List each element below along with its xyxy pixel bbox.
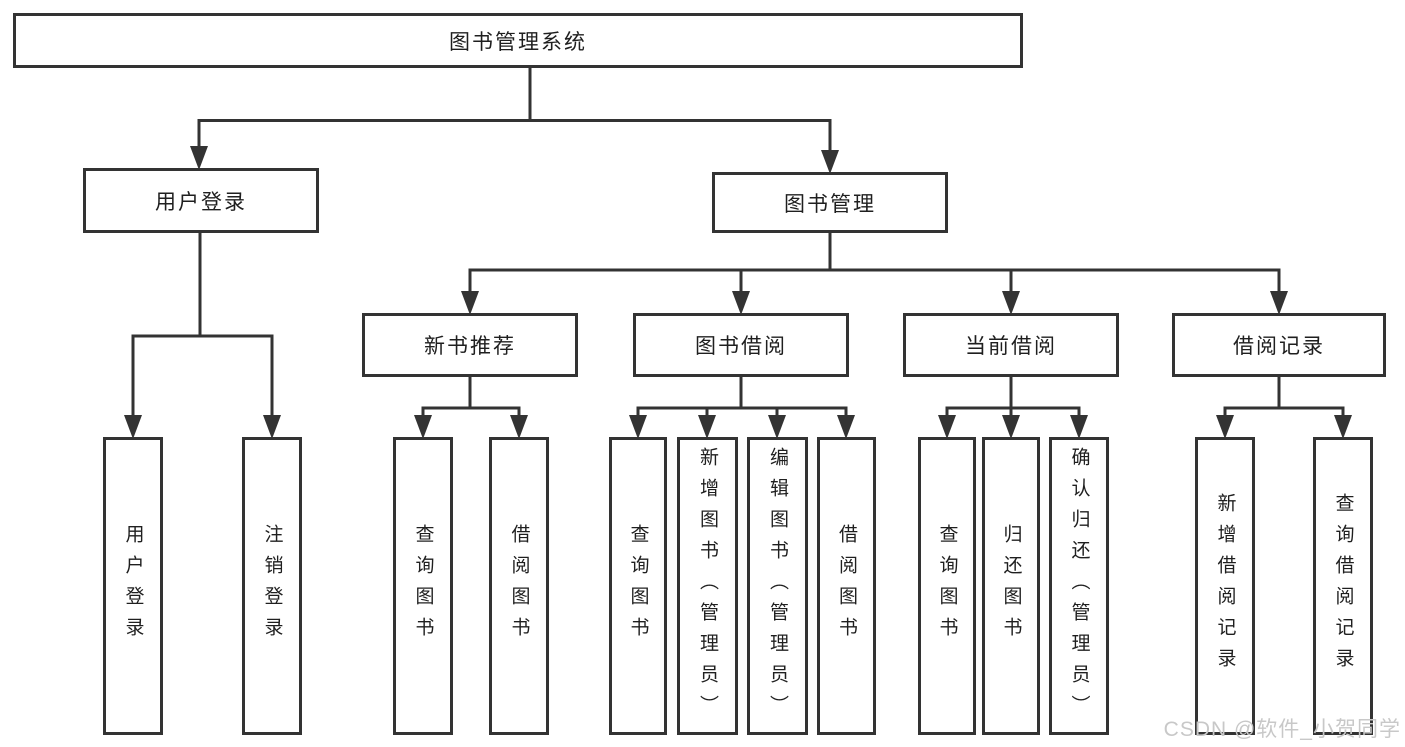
leaf-search-books-recommend: 查询图书 — [393, 437, 453, 735]
node-label: 图书管理系统 — [449, 30, 587, 54]
leaf-add-borrow-record: 新增借阅记录 — [1195, 437, 1255, 735]
node-label: 查询图书 — [936, 524, 958, 648]
leaf-search-books-borrowing: 查询图书 — [609, 437, 667, 735]
csdn-watermark: CSDN @软件_小贺同学 — [1163, 718, 1401, 741]
connector-userlogin-to-leaves — [124, 233, 281, 439]
node-label: 查询图书 — [627, 524, 649, 648]
leaf-user-login: 用户登录 — [103, 437, 163, 735]
node-new-book-recommendation: 新书推荐 — [362, 313, 578, 377]
node-label: 查询图书 — [412, 524, 434, 648]
node-label: 图书借阅 — [695, 335, 787, 358]
node-label: 确认归还（管理员） — [1068, 446, 1090, 726]
node-book-management: 图书管理 — [712, 172, 948, 233]
node-label: 图书管理 — [784, 192, 876, 216]
connector-bookmgmt-to-level2 — [461, 233, 1288, 315]
leaf-borrow-books-borrowing: 借阅图书 — [817, 437, 876, 735]
leaf-logout: 注销登录 — [242, 437, 302, 735]
node-label: 用户登录 — [122, 524, 144, 648]
node-label: 新增借阅记录 — [1214, 493, 1236, 679]
leaf-search-borrow-record: 查询借阅记录 — [1313, 437, 1373, 735]
leaf-search-books-current: 查询图书 — [918, 437, 976, 735]
node-label: 查询借阅记录 — [1332, 493, 1354, 679]
connector-root-to-level1 — [190, 68, 839, 174]
connector-currentborrow-to-leaves — [938, 377, 1088, 439]
node-label: 当前借阅 — [965, 335, 1057, 358]
node-label: 归还图书 — [1000, 524, 1022, 648]
leaf-borrow-books-recommend: 借阅图书 — [489, 437, 549, 735]
node-book-borrowing: 图书借阅 — [633, 313, 849, 377]
node-borrowing-records: 借阅记录 — [1172, 313, 1386, 377]
leaf-edit-book-admin: 编辑图书（管理员） — [747, 437, 808, 735]
node-label: 注销登录 — [261, 524, 283, 648]
node-label: 编辑图书（管理员） — [767, 446, 788, 726]
leaf-confirm-return-admin: 确认归还（管理员） — [1049, 437, 1109, 735]
node-user-login: 用户登录 — [83, 168, 319, 233]
node-label: 借阅图书 — [836, 524, 857, 648]
connector-records-to-leaves — [1216, 377, 1352, 439]
leaf-return-books: 归还图书 — [982, 437, 1040, 735]
node-label: 借阅记录 — [1233, 335, 1325, 358]
node-label: 借阅图书 — [508, 524, 530, 648]
node-library-management-system: 图书管理系统 — [13, 13, 1023, 68]
node-current-borrowing: 当前借阅 — [903, 313, 1119, 377]
connector-bookborrow-to-leaves — [629, 377, 855, 439]
node-label: 用户登录 — [155, 190, 247, 214]
leaf-add-book-admin: 新增图书（管理员） — [677, 437, 738, 735]
node-label: 新书推荐 — [424, 335, 516, 358]
node-label: 新增图书（管理员） — [697, 446, 718, 726]
connector-newbook-to-leaves — [414, 377, 528, 439]
